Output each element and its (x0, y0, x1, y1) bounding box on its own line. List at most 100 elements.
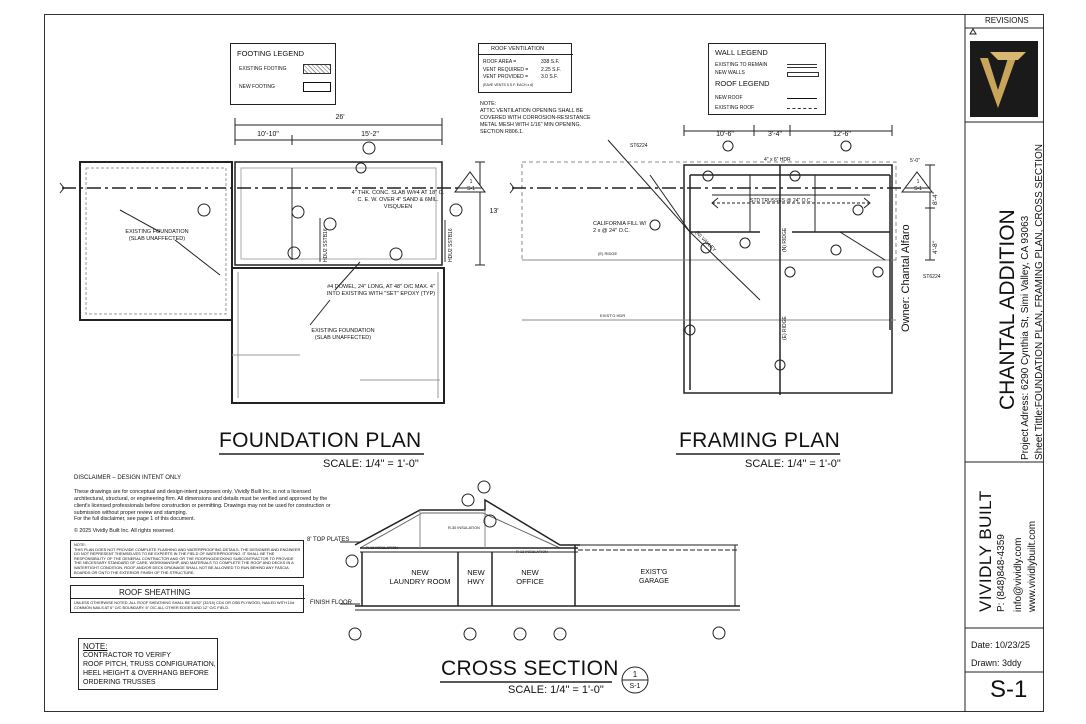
framing-plan-scale: SCALE: 1/4" = 1'-0" (745, 458, 841, 470)
roof-sheathing-box: ROOF SHEATHING UNLESS OTHERWISE NOTED, A… (70, 585, 305, 613)
holdown-label-1: HDU2 SSTB16 (323, 228, 329, 262)
framing-dim-1: 10'-6" (716, 131, 734, 138)
footing-legend: FOOTING LEGEND EXISTING FOOTING NEW FOOT… (230, 43, 336, 105)
r30-insulation: R-30 INSULATION (448, 526, 480, 530)
foundation-plan-scale: SCALE: 1/4" = 1'-0" (323, 458, 419, 470)
company-phone: P: (848)848-4359 (996, 534, 1007, 612)
disclaimer-title: DISCLAIMER – DESIGN INTENT ONLY (74, 475, 182, 481)
existing-roof-swatch (787, 108, 817, 109)
foundation-marker-num: 1 (469, 179, 473, 185)
foundation-marker-sheet: S-1 (467, 186, 475, 192)
framing-plan-title: FRAMING PLAN (679, 429, 841, 452)
california-fill-note: CALIFORNIA FILL W/ 2 x @ 24" O.C. (593, 221, 647, 234)
footing-legend-title: FOOTING LEGEND (237, 49, 305, 58)
existing-foundation-note-2: EXISTING FOUNDATION (SLAB UNAFFECTED) (311, 328, 375, 341)
framing-dim-r1: 5'-0" (910, 158, 920, 164)
roof-ventilation-title: ROOF VENTILATION (491, 46, 545, 52)
date-label: Date: 10/23/25 (971, 640, 1031, 650)
roof-ventilation-table: ROOF VENTILATION ROOF AREA = 338 S.F. VE… (478, 43, 573, 93)
existing-foundation-note-1: EXISTING FOUNDATION (SLAB UNAFFECTED) (125, 229, 189, 242)
truss-note: STD TRUSSES @ 24" O.C. (750, 198, 812, 204)
existing-footing-swatch (303, 64, 331, 74)
existing-wall-swatch (787, 64, 817, 68)
footing-legend-new: NEW FOOTING (239, 84, 275, 90)
waterproofing-note-text: NOTE: THIS PLAN DOES NOT PROVIDE COMPLET… (74, 542, 301, 575)
wall-legend-existing: EXISTING TO REMAIN (715, 62, 768, 68)
vent-required-label: VENT REQUIRED = (483, 67, 529, 73)
disclaimer-body-2: For the full disclaimer, see page 1 of t… (74, 516, 196, 522)
ridge-label-1: (E) RIDGE (598, 251, 618, 256)
dim-overall: 26' (335, 114, 345, 121)
new-footing-swatch (303, 82, 331, 92)
project-name: CHANTAL ADDITION (996, 209, 1019, 410)
sheet-number: S-1 (990, 676, 1028, 703)
finish-floor-label: FINISH FLOOR (310, 600, 353, 606)
contractor-note-line-2: ROOF PITCH, TRUSS CONFIGURATION, (83, 661, 216, 668)
existing-header-label: EXIST'G HDR (600, 313, 626, 318)
drawn-label: Drawn: 3ddy (971, 658, 1022, 668)
dowel-note: #4 DOWEL, 24" LONG, AT 48" O/C MAX. 4" I… (326, 284, 436, 297)
framing-dim-r3: 4'-8" (932, 241, 939, 254)
sheet-title: Sheet Tittle:FOUNDATION PLAN, FRAMING PL… (1034, 144, 1045, 460)
framing-dim-3: 12'-6" (833, 131, 851, 138)
roof-legend-existing: EXISTING ROOF (715, 105, 755, 111)
strap-note-1: ST6224 (630, 143, 648, 149)
disclaimer-body: These drawings are for conceptual and de… (74, 489, 331, 516)
dim-right: 15'-2" (361, 131, 379, 138)
framing-dim-2: 3'-4" (768, 131, 782, 138)
holdown-label-2: HDU2 SSTB16 (448, 228, 454, 262)
roof-area-value: 338 S.F. (541, 59, 560, 65)
roof-legend-new: NEW ROOF (715, 95, 743, 101)
cross-section-title: CROSS SECTION (441, 657, 619, 680)
framing-marker-num: 1 (916, 179, 920, 185)
wall-legend-new: NEW WALLS (715, 70, 745, 76)
waterproofing-note-box: NOTE: THIS PLAN DOES NOT PROVIDE COMPLET… (70, 540, 304, 578)
top-plates-label: 8' TOP PLATES (307, 537, 350, 543)
contractor-note-box: NOTE: CONTRACTOR TO VERIFY ROOF PITCH, T… (78, 638, 218, 690)
vent-provided-value: 3.0 S.F. (541, 74, 558, 80)
project-address: Project Adress: 6290 Cynthia St, Simi Va… (1020, 215, 1031, 460)
roof-sheathing-title: ROOF SHEATHING (119, 588, 191, 597)
strap-note-2: ST6224 (923, 274, 941, 280)
ridge-label-2: (N) RIDGE (782, 227, 788, 252)
drawing-sheet-border (44, 14, 1044, 712)
revisions-label: REVISIONS (985, 16, 1029, 25)
framing-marker-sheet: S-1 (914, 186, 922, 192)
vent-required-value: 2.25 S.F. (541, 67, 561, 73)
room-garage: EXIST'G GARAGE (639, 569, 669, 585)
wall-legend-title: WALL LEGEND (715, 48, 768, 57)
cross-section-scale: SCALE: 1/4" = 1'-0" (508, 684, 604, 696)
contractor-note-title: NOTE: (83, 642, 108, 651)
company-website: www.vividlybuilt.com (1027, 520, 1038, 612)
r13-insulation-a: R-13 INSULATION (366, 546, 398, 550)
framing-dim-r2: 8'-4" (932, 192, 939, 205)
contractor-note-line-3: HEEL HEIGHT & OVERHANG BEFORE (83, 670, 209, 677)
cross-section-marker-num: 1 (632, 670, 638, 679)
r13-insulation-b: R-13 INSULATION (516, 550, 548, 554)
roof-ventilation-sub: (EAVE VENTS 5 S.F. EACH x 6) (483, 83, 534, 87)
roof-ventilation-note: NOTE: ATTIC VENTILATION OPENING SHALL BE… (480, 101, 591, 135)
company-logo (970, 41, 1038, 117)
ridge-label-3: (E) RIDGE (782, 316, 788, 340)
new-roof-swatch (787, 98, 817, 99)
room-laundry: NEW LAUNDRY ROOM (389, 568, 451, 586)
new-wall-swatch (787, 72, 819, 77)
dim-left: 10'-10" (257, 131, 279, 138)
contractor-note-line-4: ORDERING TRUSSES (83, 679, 156, 686)
disclaimer-copyright: © 2025 Vividly Built Inc. All rights res… (74, 528, 175, 534)
room-hwy: NEW HWY (467, 568, 485, 586)
roof-sheathing-text: UNLESS OTHERWISE NOTED, ALL ROOF SHEATHI… (74, 601, 295, 610)
owner-label: Owner: Chantal Alfaro (900, 224, 912, 332)
footing-legend-existing: EXISTING FOOTING (239, 66, 287, 72)
dim-depth: 13' (489, 208, 499, 215)
header-note: 4" x 6" HDR (764, 157, 791, 163)
roof-area-label: ROOF AREA = (483, 59, 517, 65)
room-office: NEW OFFICE (516, 568, 544, 586)
cross-section-marker-sheet: S-1 (629, 683, 641, 690)
foundation-plan-title: FOUNDATION PLAN (219, 429, 422, 452)
wall-legend: WALL LEGEND EXISTING TO REMAIN NEW WALLS… (708, 43, 826, 115)
company-name: VIVIDLY BUILT (976, 490, 995, 612)
slab-note: 4" THK. CONC. SLAB W/#4 AT 18" O. C. E. … (351, 190, 445, 210)
company-email: info@vividly.com (1013, 537, 1024, 612)
